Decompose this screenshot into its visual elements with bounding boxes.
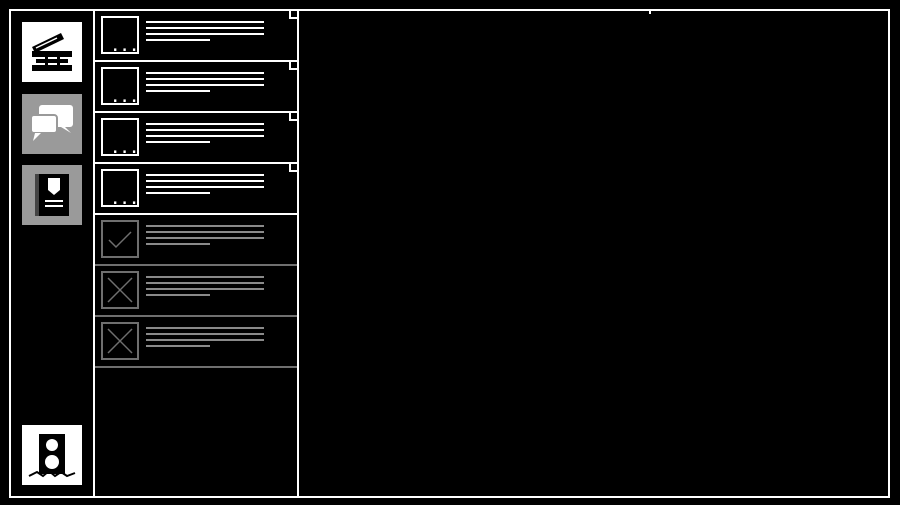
- quest-icon-completed: [101, 220, 139, 258]
- quest-row-7[interactable]: [95, 317, 297, 368]
- quest-text-placeholder: [146, 21, 264, 45]
- sidebar-button-tickets[interactable]: [22, 22, 82, 82]
- list-divider: [297, 9, 299, 498]
- quest-text-placeholder: [146, 225, 264, 249]
- quest-text-placeholder: [146, 276, 264, 300]
- cross-icon: [107, 277, 133, 303]
- quest-icon-pending: ...: [101, 16, 139, 54]
- sidebar-divider: [93, 9, 95, 498]
- quest-row-3[interactable]: ...: [95, 113, 297, 164]
- row-handle-2[interactable]: [289, 60, 299, 70]
- quest-row-6[interactable]: [95, 266, 297, 317]
- ellipsis-icon: ...: [111, 141, 140, 157]
- quest-icon-failed: [101, 322, 139, 360]
- sidebar-button-journal[interactable]: [22, 165, 82, 225]
- ellipsis-icon: ...: [111, 192, 140, 208]
- quest-icon-pending: ...: [101, 118, 139, 156]
- quest-row-4[interactable]: ...: [95, 164, 297, 215]
- checkmark-icon: [108, 231, 132, 249]
- cross-icon: [107, 328, 133, 354]
- quest-text-placeholder: [146, 327, 264, 351]
- quest-row-1[interactable]: ...: [95, 11, 297, 62]
- ellipsis-icon: ...: [111, 90, 140, 106]
- quest-row-2[interactable]: ...: [95, 62, 297, 113]
- quest-text-placeholder: [146, 123, 264, 147]
- top-tick-mark: [649, 9, 651, 14]
- speaker-icon: [28, 434, 76, 478]
- chat-bubbles-icon: [30, 105, 73, 141]
- ticket-stack-icon: [32, 33, 72, 71]
- quest-icon-pending: ...: [101, 67, 139, 105]
- ellipsis-icon: ...: [111, 39, 140, 55]
- row-handle-1[interactable]: [289, 9, 299, 19]
- sidebar-button-chat[interactable]: [22, 94, 82, 154]
- quest-icon-failed: [101, 271, 139, 309]
- row-handle-4[interactable]: [289, 162, 299, 172]
- quest-text-placeholder: [146, 72, 264, 96]
- quest-icon-pending: ...: [101, 169, 139, 207]
- row-handle-3[interactable]: [289, 111, 299, 121]
- quest-row-5[interactable]: [95, 215, 297, 266]
- game-frame: [9, 9, 890, 498]
- quest-text-placeholder: [146, 174, 264, 198]
- journal-book-icon: [35, 174, 69, 216]
- sidebar-button-speaker[interactable]: [22, 425, 82, 485]
